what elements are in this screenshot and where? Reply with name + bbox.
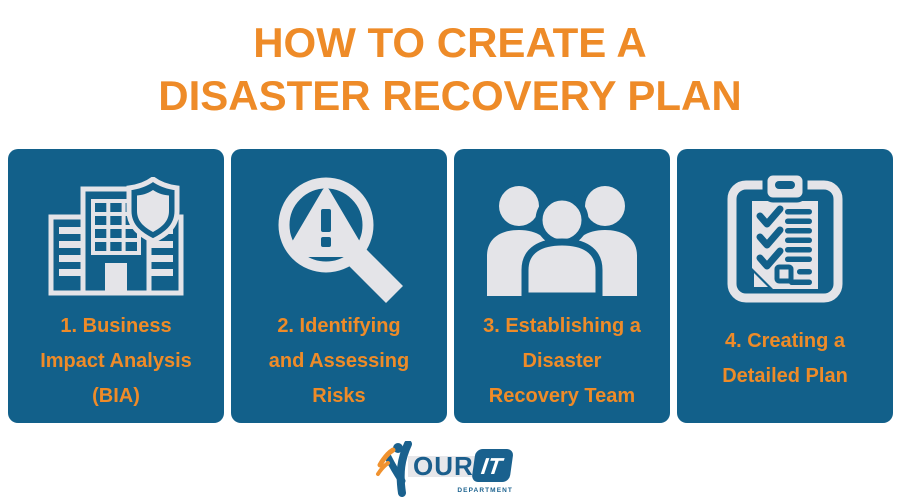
risk-magnifier-icon: [278, 177, 403, 303]
checklist-clipboard-icon: [727, 170, 842, 303]
step-card-2: 2. Identifying and Assessing Risks: [231, 149, 447, 423]
logo-y-figure-icon: [376, 440, 412, 497]
step-card-1: 1. Business Impact Analysis (BIA): [8, 149, 224, 423]
your-it-logo-graphic: OUR IT DEPARTMENT: [376, 440, 513, 497]
page-title: HOW TO CREATE A DISASTER RECOVERY PLAN: [0, 16, 900, 122]
step-card-3: 3. Establishing a Disaster Recovery Team: [454, 149, 670, 423]
step-card-3-title: 3. Establishing a Disaster Recovery Team: [483, 315, 641, 407]
logo-it-box: [472, 449, 513, 482]
steps-row: 1. Business Impact Analysis (BIA) 2. Ide…: [8, 149, 893, 423]
step-card-1-title: 1. Business Impact Analysis (BIA): [40, 315, 192, 407]
step-card-4: 4. Creating a Detailed Plan: [677, 149, 893, 423]
logo-text-department: DEPARTMENT: [457, 487, 513, 494]
logo-text-our: OUR: [413, 451, 474, 481]
page-title-line-1: HOW TO CREATE A: [253, 19, 647, 66]
step-card-2-title: 2. Identifying and Assessing Risks: [268, 315, 410, 407]
your-it-department-logo: OUR IT DEPARTMENT: [375, 440, 525, 497]
step-card-4-title: 4. Creating a Detailed Plan: [722, 330, 848, 387]
building-shield-icon: [48, 177, 184, 296]
page-title-line-2: DISASTER RECOVERY PLAN: [158, 72, 742, 119]
team-icon: [487, 186, 637, 296]
